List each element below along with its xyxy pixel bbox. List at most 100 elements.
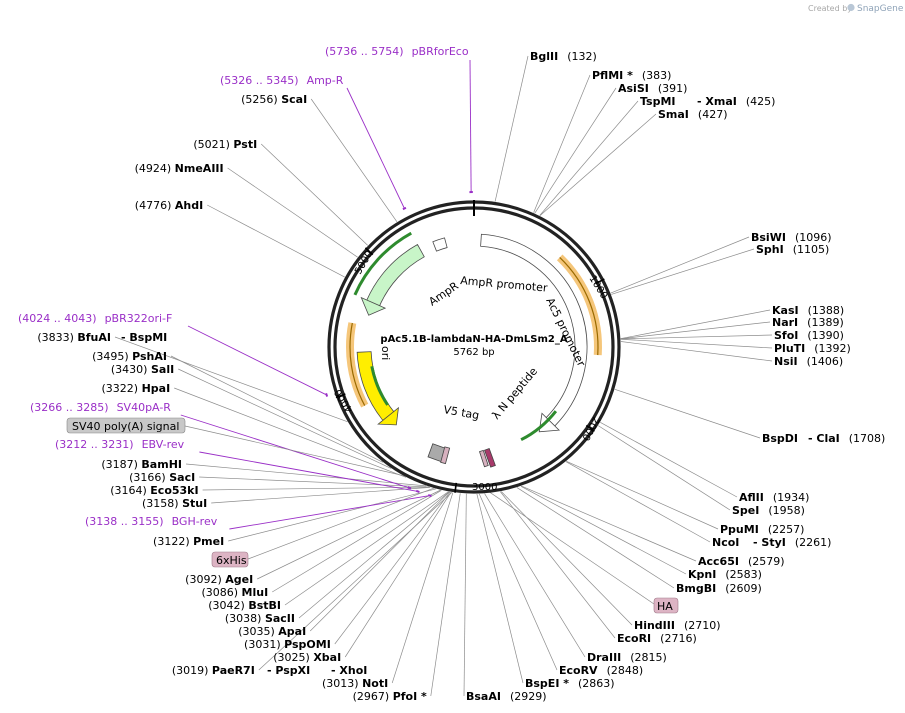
site-pos-bglii: (132) [567, 50, 597, 63]
site-ppumi[interactable]: PpuMI(2257) [720, 523, 804, 536]
site-pos-eco53ki: (3164) [110, 484, 150, 497]
site-name-agei: AgeI [225, 573, 253, 586]
site-name-sacii: SacII [265, 612, 295, 625]
site-name-pspxi: - PspXI [267, 664, 310, 677]
site-styi[interactable]: - StyI(2261) [753, 536, 831, 549]
site-label-bsaai: BsaAI(2929) [466, 690, 547, 703]
site-hindiii[interactable]: HindIII(2710) [634, 619, 721, 632]
site-xmai[interactable]: - XmaI(425) [697, 95, 775, 108]
leader-acc65i [521, 485, 697, 562]
primer-sv40pa-r[interactable]: (3266 .. 3285)SV40pA-R [30, 401, 171, 414]
site-xbai[interactable]: (3025) XbaI [273, 651, 341, 664]
site-label-spei: SpeI(1958) [732, 504, 805, 517]
ac5-promoter-arrow [480, 233, 588, 433]
leader-kpni [520, 485, 687, 575]
site-eco53ki[interactable]: (3164) Eco53kI [110, 484, 198, 497]
site-nari[interactable]: NarI(1389) [772, 316, 844, 329]
site-pspomi[interactable]: (3031) PspOMI [244, 638, 331, 651]
sv40-box-bg [66, 417, 186, 434]
site-saci[interactable]: (3166) SacI [129, 471, 195, 484]
site-smai[interactable]: SmaI(427) [658, 108, 728, 121]
site-kpni[interactable]: KpnI(2583) [688, 568, 762, 581]
site-bmgbi[interactable]: BmgBI(2609) [676, 582, 762, 595]
site-name-sphi: SphI [756, 243, 784, 256]
primer-ebv-rev[interactable]: (3212 .. 3231)EBV-rev [55, 438, 185, 451]
site-draiii[interactable]: DraIII(2815) [587, 651, 667, 664]
site-ahdi[interactable]: (4776) AhdI [135, 199, 203, 212]
primer-pbr322ori-f[interactable]: (4024 .. 4043)pBR322ori-F [18, 312, 172, 325]
site-bsiwi[interactable]: BsiWI(1096) [751, 231, 832, 244]
site-name-hpai: HpaI [142, 382, 171, 395]
site-hpai[interactable]: (3322) HpaI [102, 382, 171, 395]
site-tspmi[interactable]: TspMI [640, 95, 676, 108]
leader-nari [620, 321, 771, 340]
site-name-saci: SacI [169, 471, 195, 484]
site-label-draiii: DraIII(2815) [587, 651, 667, 664]
site-ecori[interactable]: EcoRI(2716) [617, 632, 697, 645]
site-pos-bamhi: (3187) [101, 458, 141, 471]
site-bstbi[interactable]: (3042) BstBI [208, 599, 281, 612]
sv40-polya-box: SV40 poly(A) signal [66, 417, 186, 434]
site-sphi[interactable]: SphI(1105) [756, 243, 829, 256]
site-scai[interactable]: (5256) ScaI [241, 93, 307, 106]
site-psti[interactable]: (5021) PstI [193, 138, 257, 151]
site-label-xmai: - XmaI(425) [697, 95, 775, 108]
site-pmei[interactable]: (3122) PmeI [153, 535, 224, 548]
site-pspxi[interactable]: - PspXI [267, 664, 310, 677]
site-bsaai[interactable]: BsaAI(2929) [466, 690, 547, 703]
ampr-arrow [360, 243, 425, 316]
site-nsii[interactable]: NsiI(1406) [774, 355, 843, 368]
leader-nsii [620, 341, 773, 362]
site-kasi[interactable]: KasI(1388) [772, 304, 844, 317]
site-bspdi[interactable]: BspDI [762, 432, 798, 445]
site-bglii[interactable]: BglII(132) [530, 50, 597, 63]
site-mlui[interactable]: (3086) MluI [201, 586, 268, 599]
site-nmeaiii[interactable]: (4924) NmeAIII [135, 162, 224, 175]
leader-bspei [476, 493, 524, 684]
site-aflii[interactable]: AflII(1934) [739, 491, 809, 504]
site-sali[interactable]: (3430) SalI [111, 363, 174, 376]
site-stui[interactable]: (3158) StuI [142, 497, 207, 510]
site-label-agei: (3092) AgeI [185, 573, 253, 586]
primer-pbrforeco[interactable]: (5736 .. 5754)pBRforEco [325, 45, 469, 58]
ampr-promoter-arrow [432, 237, 448, 252]
site-name-pspomi: PspOMI [284, 638, 331, 651]
site-paer7i[interactable]: (3019) PaeR7I [172, 664, 255, 677]
site-xhoi[interactable]: - XhoI [331, 664, 367, 677]
ha-box-bg [653, 597, 679, 614]
site-name-aflii: AflII [739, 491, 764, 504]
site-pluti[interactable]: PluTI(1392) [774, 342, 851, 355]
site-pflmi[interactable]: PflMI *(383) [592, 69, 671, 82]
site-agei[interactable]: (3092) AgeI [185, 573, 253, 586]
site-name-eco53ki: Eco53kI [150, 484, 198, 497]
site-sacii[interactable]: (3038) SacII [225, 612, 295, 625]
site-ncoi[interactable]: NcoI [712, 536, 739, 549]
site-acc65i[interactable]: Acc65I(2579) [698, 555, 785, 568]
leader-bspdi [614, 388, 761, 439]
plasmid-length: 5762 bp [453, 347, 494, 358]
primer-amp-r[interactable]: (5326 .. 5345)Amp-R [220, 74, 344, 87]
site-bspmi[interactable]: - BspMI [121, 331, 167, 344]
site-bspei[interactable]: BspEI *(2863) [525, 677, 615, 690]
site-sfoi[interactable]: SfoI(1390) [774, 329, 844, 342]
site-bfuai[interactable]: (3833) BfuAI [37, 331, 111, 344]
site-asisi[interactable]: AsiSI(391) [618, 82, 687, 95]
snapgene-logo-icon [847, 3, 855, 12]
leader-ahdi [207, 204, 345, 278]
site-bamhi[interactable]: (3187) BamHI [101, 458, 182, 471]
site-pos-hindiii: (2710) [684, 619, 721, 632]
site-name-pflmi: PflMI * [592, 69, 633, 82]
site-pfoi[interactable]: (2967) PfoI * [353, 690, 427, 703]
site-noti[interactable]: (3013) NotI [322, 677, 388, 690]
site-apai[interactable]: (3035) ApaI [238, 625, 306, 638]
site-spei[interactable]: SpeI(1958) [732, 504, 805, 517]
site-pos-ecorv: (2848) [607, 664, 644, 677]
site-clai[interactable]: - ClaI(1708) [808, 432, 885, 445]
site-label-styi: - StyI(2261) [753, 536, 831, 549]
primer-bgh-rev[interactable]: (3138 .. 3155)BGH-rev [85, 515, 218, 528]
site-pos-mlui: (3086) [201, 586, 241, 599]
site-ecorv[interactable]: EcoRV(2848) [559, 664, 643, 677]
snapgene-credit: Created by SnapGene [808, 3, 904, 14]
site-pshai[interactable]: (3495) PshAI [92, 350, 167, 363]
site-pos-psti: (5021) [193, 138, 233, 151]
